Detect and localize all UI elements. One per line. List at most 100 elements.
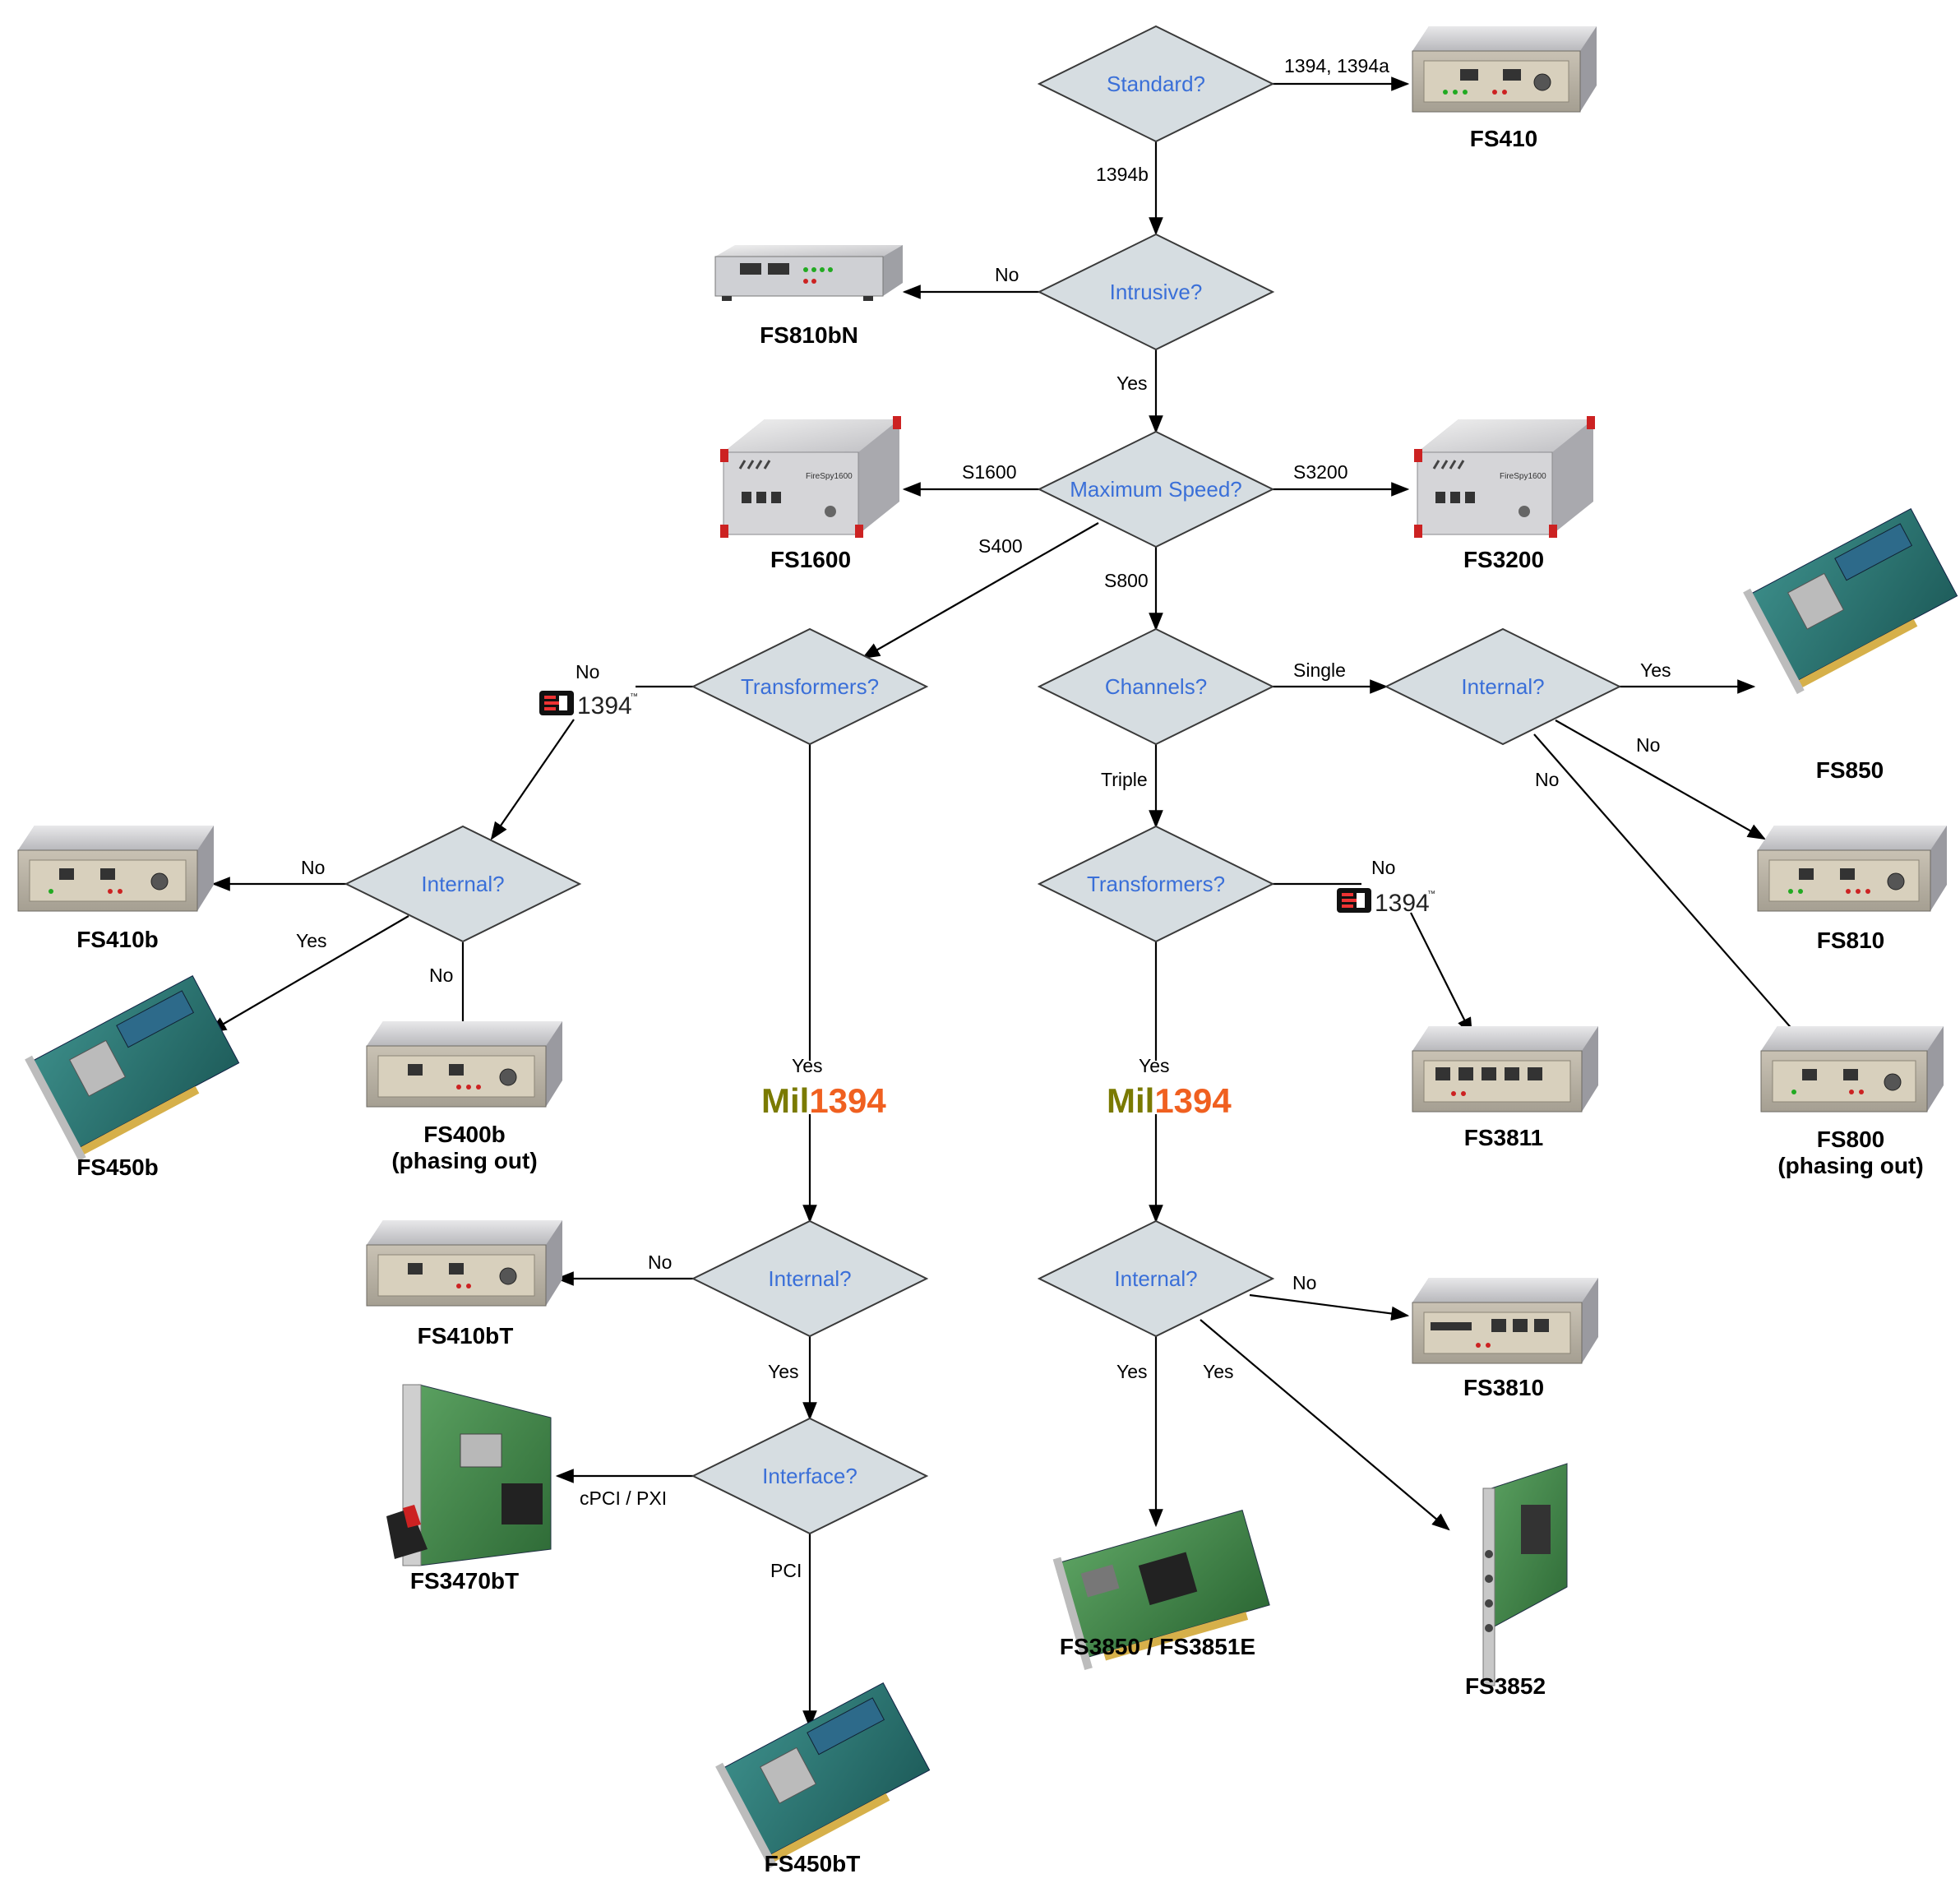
product-label-fs3852: FS3852 [1465, 1673, 1546, 1699]
edge-label-internal-mil-left-no: No [648, 1251, 672, 1273]
edge-label-internal-rt-no-2: No [1535, 769, 1559, 790]
product-label-fs800: FS800 [1817, 1127, 1885, 1152]
edge-label-transformers-left-yes: Yes [792, 1055, 823, 1076]
decision-question-text: Intrusive? [1110, 280, 1203, 304]
decision-diamond-shape [1384, 627, 1622, 746]
edge-label-internal-mil-right-yes-1: Yes [1116, 1361, 1148, 1382]
product-label-fs1600: FS1600 [770, 547, 851, 572]
decision-internal-right-top: Internal? [1384, 627, 1622, 746]
product-label-fs3850: FS3850 / FS3851E [1060, 1634, 1255, 1659]
decision-transformers-mid: Transformers? [1037, 825, 1275, 943]
fs3810-device-image [1412, 1278, 1598, 1364]
fs3200-device-image: FireSpy1600 [1414, 416, 1595, 538]
decision-nodes: Standard? Intrusive? Maximum Speed? Transfo… [344, 25, 1622, 1535]
product-label-fs3810: FS3810 [1463, 1375, 1544, 1400]
decision-diamond-shape [1037, 430, 1275, 548]
decision-question-text: Maximum Speed? [1070, 477, 1242, 502]
decision-diamond-shape [691, 627, 929, 746]
edge-label-internal-left-yes: Yes [296, 930, 327, 951]
edge-label-internal-rt-no-1: No [1636, 734, 1660, 756]
fs410b-device-image [17, 826, 214, 912]
fs450bt-device-image [715, 1682, 931, 1869]
mil1394-logo-right: Mil1394 [1107, 1081, 1232, 1120]
product-label-fs3811: FS3811 [1464, 1125, 1544, 1150]
product-label-fs410b: FS410b [76, 927, 159, 952]
connector-lines [208, 76, 1807, 1729]
mil1394-logo-right-prefix: Mil [1107, 1081, 1154, 1120]
decision-channels: Channels? [1037, 627, 1275, 746]
product-label-fs400b-note: (phasing out) [391, 1148, 537, 1173]
decision-question-text: Standard? [1107, 72, 1205, 96]
decision-question-text: Channels? [1105, 674, 1207, 699]
product-label-fs800-note: (phasing out) [1777, 1153, 1923, 1178]
fs3470bt-device-image [386, 1384, 552, 1566]
decision-question-text: Internal? [421, 872, 504, 896]
decision-diamond-shape [1037, 1219, 1275, 1338]
product-label-fs400b: FS400b [423, 1122, 506, 1147]
edge-labels: 1394, 1394a 1394b No Yes S1600 S3200 S40… [296, 55, 1671, 1581]
edge-label-internal-rt-yes: Yes [1640, 659, 1671, 681]
mil1394-logo-left: Mil1394 [761, 1081, 886, 1120]
fs810bn-device-image [714, 245, 903, 301]
edge-internal-mil-right-fs3852 [1200, 1319, 1450, 1531]
product-label-fs410: FS410 [1470, 126, 1538, 151]
edge-internal-rt-fs810 [1555, 719, 1766, 840]
edge-speed-transformers-left [862, 522, 1099, 659]
edge-label-transformers-mid-yes: Yes [1139, 1055, 1170, 1076]
edge-label-single: Single [1293, 659, 1346, 681]
decision-intrusive: Intrusive? [1037, 233, 1275, 351]
edge-label-intrusive-yes: Yes [1116, 372, 1148, 394]
product-label-fs3200: FS3200 [1463, 547, 1544, 572]
edge-label-internal-left-no: No [301, 857, 325, 878]
fs810-device-image [1757, 826, 1947, 912]
edge-label-intrusive-no: No [995, 264, 1019, 285]
product-label-fs810bn: FS810bN [760, 322, 858, 348]
edge-label-triple: Triple [1101, 769, 1148, 790]
product-label-fs450b: FS450b [76, 1154, 159, 1180]
fs410-device-image [1412, 26, 1597, 113]
edge-label-internal-mil-left-yes: Yes [768, 1361, 799, 1382]
edge-label-s1600: S1600 [962, 461, 1017, 483]
decision-interface: Interface? [691, 1417, 929, 1535]
edge-internal-mil-right-fs3810 [1249, 1293, 1410, 1321]
edge-logo-internal-left [490, 719, 575, 840]
1394-logo-left: 1394 ™ [539, 691, 638, 719]
svg-text:Mil1394: Mil1394 [761, 1081, 886, 1120]
svg-text:™: ™ [1427, 890, 1435, 899]
mil1394-logo-right-suffix: 1394 [1154, 1081, 1232, 1120]
fs3811-device-image [1412, 1026, 1598, 1113]
product-label-fs3470bt: FS3470bT [410, 1568, 519, 1594]
decision-diamond-shape [691, 1417, 929, 1535]
edge-label-transformers-left-no: No [576, 661, 599, 682]
decision-transformers-left: Transformers? [691, 627, 929, 746]
edge-label-internal-mil-right-no: No [1292, 1272, 1316, 1293]
edge-label-s800: S800 [1104, 570, 1149, 591]
decision-diamond-shape [344, 825, 582, 943]
decision-diamond-shape [1037, 825, 1275, 943]
product-label-fs850: FS850 [1816, 757, 1884, 783]
decision-question-text: Internal? [1461, 674, 1544, 699]
decision-internal-left: Internal? [344, 825, 582, 943]
decision-question-text: Internal? [1114, 1266, 1197, 1291]
edge-logo-fs3811 [1410, 912, 1472, 1036]
decision-diamond-shape [1037, 25, 1275, 143]
decision-standard: Standard? [1037, 25, 1275, 143]
fs3200-brand-text: FireSpy1600 [1500, 472, 1546, 481]
fs400b-device-image [366, 1021, 562, 1108]
edge-label-1394b: 1394b [1096, 164, 1149, 185]
decision-question-text: Internal? [768, 1266, 851, 1291]
product-label-fs410bt: FS410bT [418, 1323, 514, 1349]
decision-diamond-shape [1037, 233, 1275, 351]
svg-text:™: ™ [630, 692, 638, 701]
edge-label-internal-left-no-2: No [429, 965, 453, 986]
mil1394-logo-left-suffix: 1394 [809, 1081, 886, 1120]
product-label-fs810: FS810 [1817, 928, 1885, 953]
mil1394-logo-left-prefix: Mil [761, 1081, 809, 1120]
edge-label-1394a: 1394, 1394a [1284, 55, 1389, 76]
1394-logo-left-text: 1394 [577, 692, 632, 719]
edge-label-pci: PCI [770, 1560, 802, 1581]
fs3850-device-image [1052, 1509, 1270, 1671]
svg-text:Mil1394: Mil1394 [1107, 1081, 1232, 1120]
edge-label-internal-mil-right-yes-2: Yes [1203, 1361, 1234, 1382]
